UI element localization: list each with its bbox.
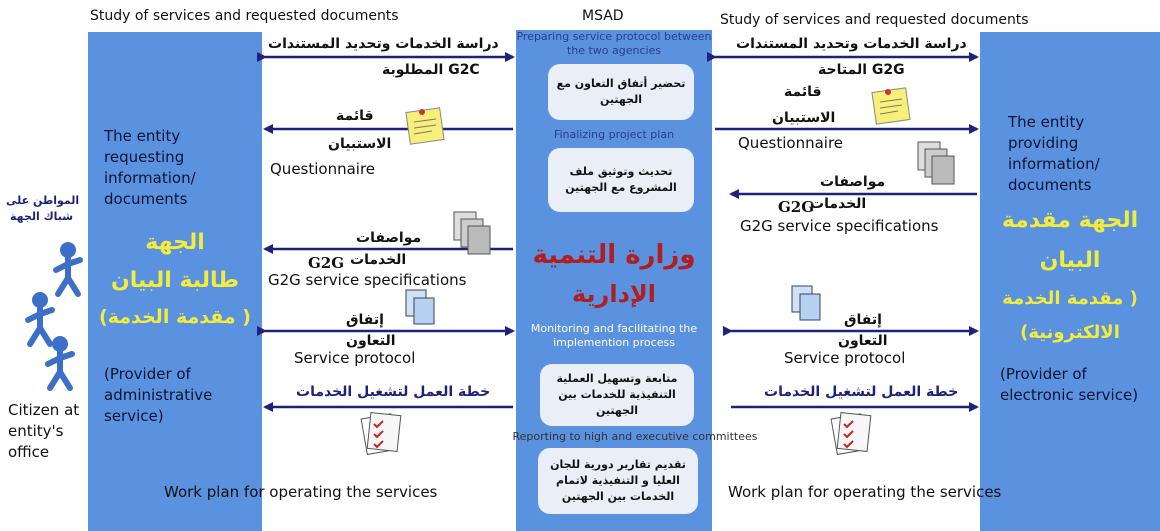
left-spec-ar1: مواصفات [356,230,422,246]
right-prot-ar2: التعاون [838,333,888,349]
right-entity-column [980,32,1160,531]
left-spec-g2g: G2G [308,254,345,272]
right-q-ar2: الاستبيان [772,110,836,126]
right-prot-en: Service protocol [784,349,906,367]
left-prot-ar2: التعاون [346,333,396,349]
sticky-note-icon [405,107,445,145]
center-box-4: تقديم تقارير دورية للجان العليا و التنفي… [538,448,698,514]
citizen-en: Citizen at entity's office [8,401,80,461]
left-entity-ar3: ( مقدمة الخدمة) [99,306,251,328]
citizen-ar-1: المواطن على [6,194,80,207]
right-plan-ar: خطة العمل لتشغيل الخدمات [764,384,959,400]
left-q-ar1: قائمة [336,108,374,124]
protocol-document-icon [405,289,435,325]
left-entity-ar1: الجهة [145,230,205,255]
center-box-2: تحديث وتوثيق ملف المشروع مع الجهتين [548,148,694,212]
right-entity-ar2: البيان [1039,248,1101,273]
sticky-note-icon [871,87,911,125]
center-cap-4: Reporting to high and executive committe… [512,430,758,443]
documents-icon [453,211,491,255]
left-spec-ar2: الخدمات [350,252,407,268]
right-prot-ar1: إتفاق [844,312,882,328]
right-q-en: Questionnaire [738,134,844,152]
center-cap-3: Monitoring and facilitating the implemen… [530,322,698,349]
right-plan-en: Work plan for operating the services [728,483,1002,501]
left-entity-ar2: طالبة البيان [110,268,240,293]
left-spec-en: G2G service specifications [268,271,467,289]
left-q-en: Questionnaire [270,160,376,178]
right-spec-ar2: الخدمات [810,196,867,212]
center-title-1: وزارة التنمية [532,240,696,270]
left-q-ar2: الاستبيان [328,136,392,152]
left-plan-ar: خطة العمل لتشغيل الخدمات [296,384,491,400]
citizen-icon [25,292,55,347]
citizen-icon [45,336,75,391]
right-entity-ar1: الجهة مقدمة [1001,208,1139,233]
header-right: Study of services and requested document… [720,12,1029,28]
right-study-ar2: G2G المتاحة [818,62,905,78]
header-msad: MSAD [582,8,624,24]
right-spec-ar1: مواصفات [820,174,886,190]
header-left: Study of services and requested document… [90,8,399,24]
right-spec-en: G2G service specifications [740,217,939,235]
center-title-2: الإدارية [571,280,657,308]
left-plan-en: Work plan for operating the services [164,483,438,501]
citizen-ar-2: شباك الجهة [10,210,74,223]
center-cap-2: Finalizing project plan [553,128,675,141]
left-entity-column [88,32,262,531]
documents-icon [917,141,955,185]
right-q-ar1: قائمة [784,84,822,100]
right-study-ar: دراسة الخدمات وتحديد المستندات [736,36,967,52]
right-entity-ar4: الالكترونية) [1020,322,1120,343]
left-study-ar: دراسة الخدمات وتحديد المستندات [268,36,499,52]
right-entity-ar3: ( مقدمة الخدمة [1002,288,1138,309]
left-entity-provider: (Provider of administrative service) [104,365,213,425]
center-box-3: متابعة وتسهيل العملية التنفيذية للخدمات … [540,364,694,426]
center-box-1: تحضير أتفاق التعاون مع الجهتين [548,64,694,120]
left-prot-ar1: إتفاق [346,312,384,328]
citizen-icon [53,242,83,297]
checklist-icon [830,411,872,456]
center-cap-1: Preparing service protocol between the t… [516,30,712,57]
checklist-icon [360,411,402,456]
left-prot-en: Service protocol [294,349,416,367]
right-spec-g2g: G2G [778,198,815,216]
left-entity-en: The entity requesting information/ docum… [104,127,196,208]
right-entity-en: The entity providing information/ docume… [1008,113,1100,194]
protocol-document-icon [791,285,821,321]
left-study-ar2: G2C المطلوبة [382,62,480,78]
right-entity-provider: (Provider of electronic service) [1000,365,1139,404]
